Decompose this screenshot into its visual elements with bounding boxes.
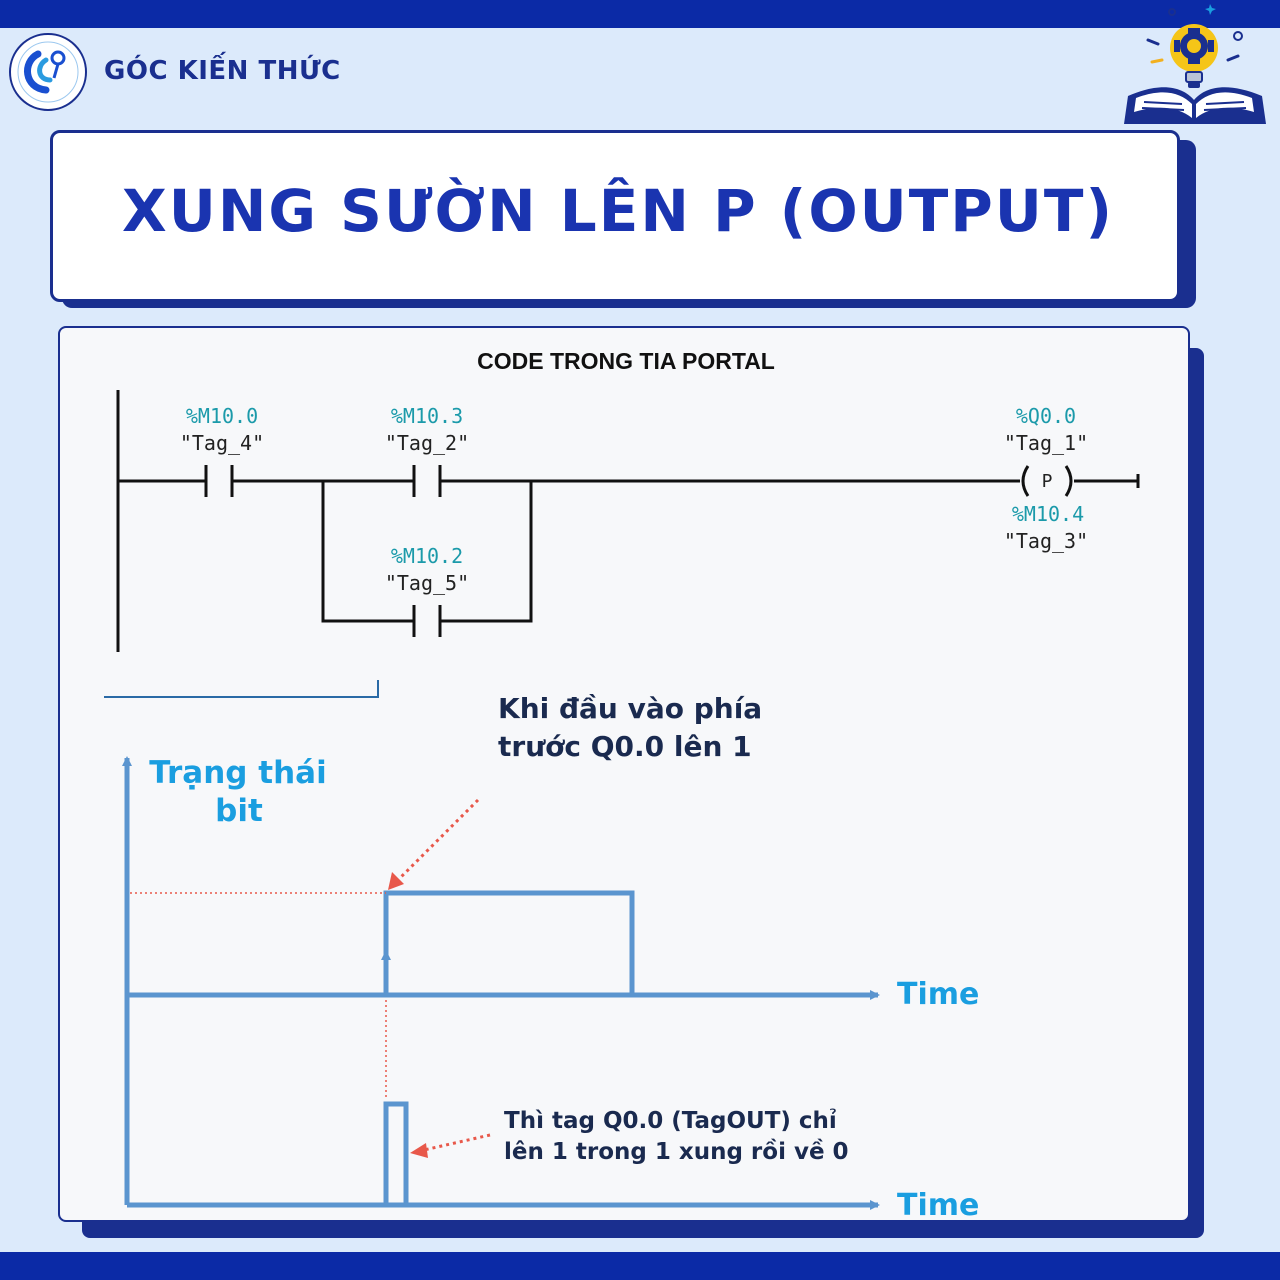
coil-memory-address: %M10.4 <box>1012 502 1084 526</box>
x-axis-label-top: Time <box>897 977 979 1012</box>
input-signal-pulse <box>383 890 635 995</box>
panel-heading: CODE TRONG TIA PORTAL <box>477 348 775 374</box>
contact-3-tag: "Tag_5" <box>385 571 469 595</box>
pointer-arrow-top <box>396 798 480 882</box>
contact-tag-2 <box>412 465 442 497</box>
annotation-bottom-line1: Thì tag Q0.0 (TagOUT) chỉ <box>504 1108 837 1134</box>
pointer-arrow-bottom <box>423 1133 491 1152</box>
logo-icon <box>9 33 87 111</box>
coil-memory-tag: "Tag_3" <box>1004 529 1088 553</box>
content-panel: CODE TRONG TIA PORTAL <box>58 326 1190 1222</box>
annotation-top-line2: trước Q0.0 lên 1 <box>498 730 752 763</box>
coil-address: %Q0.0 <box>1016 404 1076 428</box>
output-one-shot-pulse <box>383 1101 409 1208</box>
y-axis-label-line2: bit <box>215 793 263 829</box>
contact-2-address: %M10.3 <box>391 404 463 428</box>
title-card: XUNG SƯỜN LÊN P (OUTPUT) <box>50 130 1180 302</box>
top-band <box>0 0 1280 28</box>
coil-symbol: P <box>1042 471 1053 492</box>
contact-1-address: %M10.0 <box>186 404 258 428</box>
contact-2-tag: "Tag_2" <box>385 431 469 455</box>
annotation-top-line1: Khi đầu vào phía <box>498 692 762 725</box>
parallel-branch <box>321 481 414 623</box>
x-axis-label-bottom: Time <box>897 1188 979 1223</box>
bottom-band <box>0 1252 1280 1280</box>
collapse-bracket <box>104 680 379 698</box>
book-lightbulb-icon <box>1124 4 1266 124</box>
ladder-diagram <box>104 390 1140 698</box>
brand-name: GÓC KIẾN THỨC <box>104 56 341 86</box>
contact-tag-4 <box>204 465 234 497</box>
coil-p <box>1021 465 1073 497</box>
y-axis-label-line1: Trạng thái <box>149 755 326 791</box>
coil-tag: "Tag_1" <box>1004 431 1088 455</box>
contact-1-tag: "Tag_4" <box>180 431 264 455</box>
contact-3-address: %M10.2 <box>391 544 463 568</box>
page-title: XUNG SƯỜN LÊN P (OUTPUT) <box>122 177 1114 245</box>
annotation-bottom-line2: lên 1 trong 1 xung rồi về 0 <box>504 1138 849 1165</box>
timing-diagram <box>122 756 880 1210</box>
contact-tag-5 <box>412 605 442 637</box>
